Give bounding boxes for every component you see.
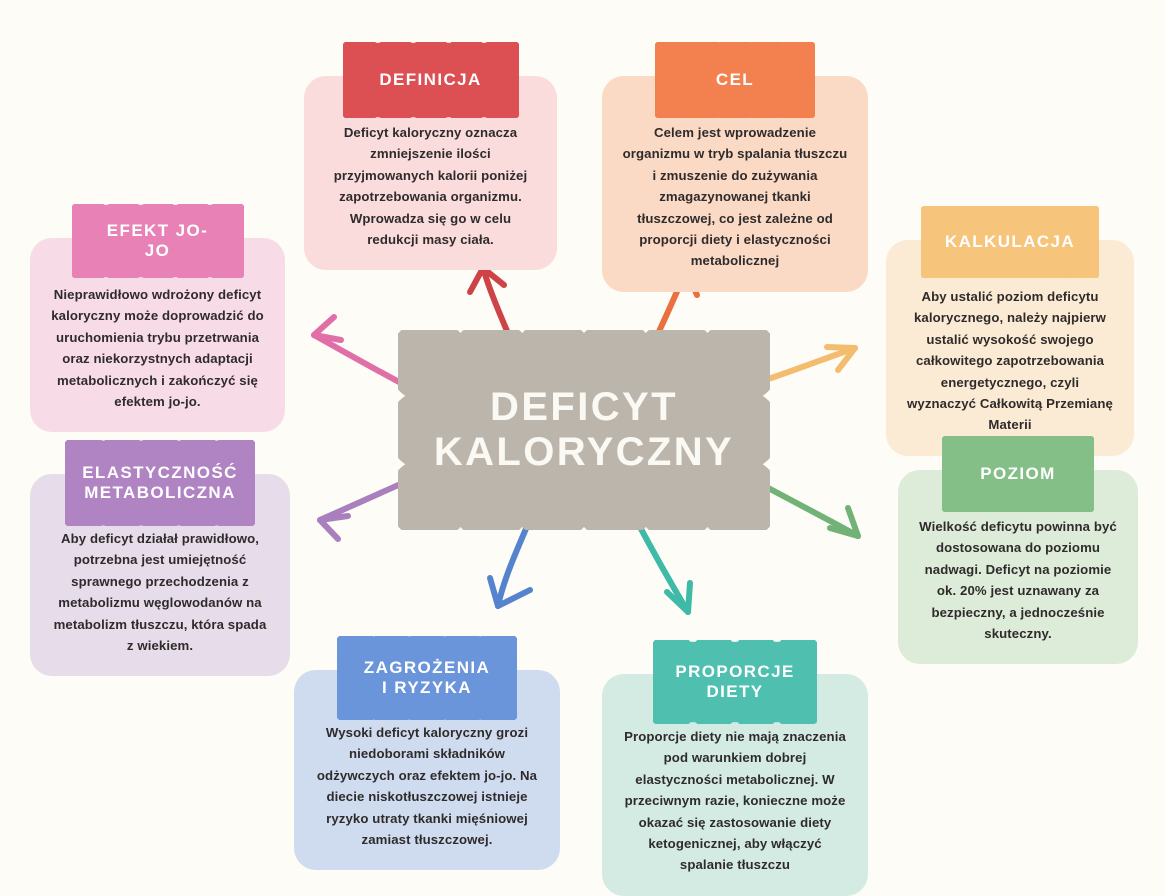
badge-cloud-shape [653,640,817,724]
node-zagrozenia-i-ryzyka-badge-label: ZAGROŻENIA I RYZYKA [363,658,491,697]
node-poziom-badge-label: POZIOM [980,464,1056,484]
node-definicja-badge[interactable]: DEFINICJA [342,42,519,118]
badge-cloud-shape [655,42,815,118]
node-efekt-jo-jo-badge[interactable]: EFEKT JO-JO [71,204,244,278]
badge-cloud-shape [337,636,517,720]
node-elastycznosc-metaboliczna-badge[interactable]: ELASTYCZNOŚĆ METABOLICZNA [65,440,255,526]
node-cel-badge-label: CEL [715,70,755,90]
node-efekt-jo-jo-body: Nieprawidłowo wdrożony deficyt kaloryczn… [30,238,285,433]
node-kalkulacja-badge-label: KALKULACJA [944,232,1076,252]
node-kalkulacja-badge[interactable]: KALKULACJA [921,206,1099,278]
node-zagrozenia-i-ryzyka-badge[interactable]: ZAGROŻENIA I RYZYKA [337,636,517,720]
central-cloud-shape [398,330,770,530]
badge-cloud-shape [71,204,244,278]
mindmap-canvas: DEFICYT KALORYCZNY Deficyt kaloryczny oz… [30,42,1138,896]
node-cel-badge[interactable]: CEL [655,42,815,118]
badge-cloud-shape [942,436,1094,512]
badge-cloud-shape [342,42,519,118]
node-proporcje-diety-body: Proporcje diety nie mają znaczenia pod w… [602,674,868,896]
node-proporcje-diety-badge[interactable]: PROPORCJE DIETY [653,640,817,724]
node-elastycznosc-metaboliczna-badge-label: ELASTYCZNOŚĆ METABOLICZNA [82,463,238,502]
node-definicja-badge-label: DEFINICJA [379,70,482,90]
badge-cloud-shape [65,440,255,526]
central-topic: DEFICYT KALORYCZNY [398,330,770,530]
badge-cloud-shape [921,206,1099,278]
node-proporcje-diety-badge-label: PROPORCJE DIETY [675,662,795,701]
node-poziom-badge[interactable]: POZIOM [942,436,1094,512]
node-efekt-jo-jo-badge-label: EFEKT JO-JO [106,221,209,260]
